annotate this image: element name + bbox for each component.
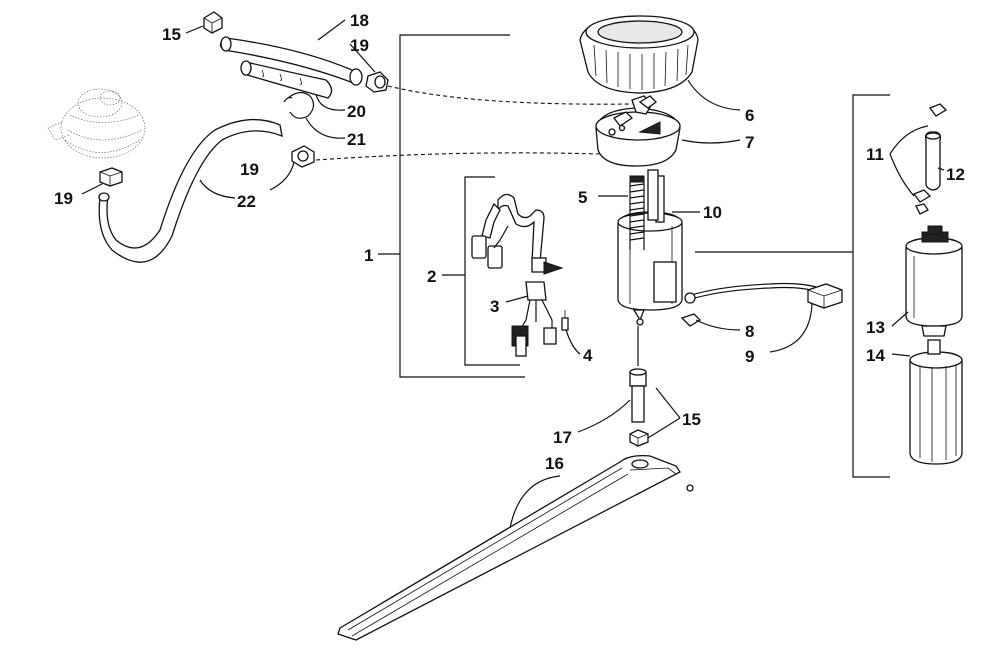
- callout-4: 4: [583, 346, 593, 365]
- callout-1: 1: [364, 246, 373, 265]
- tank-valve-outline: [47, 88, 146, 159]
- sender-wire-9: [684, 282, 843, 309]
- callout-18: 18: [350, 11, 369, 30]
- callout-19-top: 19: [350, 36, 369, 55]
- callout-15-top: 15: [162, 25, 181, 44]
- screw-4: [561, 310, 569, 331]
- fitting-19-a: [365, 71, 389, 93]
- fuel-hose-18: [219, 36, 363, 86]
- clip-8: [680, 313, 702, 327]
- callout-5: 5: [578, 188, 587, 207]
- callout-11: 11: [866, 145, 884, 164]
- callout-labels: 15 18 19 20 21 19 19 22 1 2 3 4 5 6 7 10…: [54, 11, 965, 473]
- bracket-group-13: [695, 94, 890, 478]
- bracket-group-2: [442, 176, 520, 366]
- callout-22: 22: [237, 192, 256, 211]
- assembly-dashes: [315, 85, 633, 161]
- callout-19-left: 19: [54, 189, 73, 208]
- fuel-pump-13: [905, 225, 963, 337]
- callout-7: 7: [745, 133, 754, 152]
- fitting-19-b: [291, 145, 315, 168]
- callout-16: 16: [545, 454, 564, 473]
- callout-9: 9: [745, 347, 754, 366]
- callout-10: 10: [703, 203, 722, 222]
- clamp-21: [283, 91, 315, 119]
- callout-17: 17: [553, 428, 572, 447]
- callout-8: 8: [745, 322, 754, 341]
- hose-clamp-11-top: [928, 103, 948, 117]
- nut-15-lower: [629, 429, 649, 447]
- lock-ring-6: [579, 15, 699, 94]
- callout-21: 21: [347, 130, 366, 149]
- hose-clamp-11-bottom: [912, 189, 932, 215]
- pump-sleeve-14: [909, 339, 963, 465]
- wire-harness-2: [471, 193, 564, 275]
- hose-12: [924, 131, 942, 191]
- pump-flange-7: [595, 95, 681, 167]
- fuel-hose-22: [98, 118, 283, 263]
- fuel-hose-20: [240, 60, 333, 99]
- leader-lines: [81, 19, 945, 529]
- wire-harness-3: [511, 281, 557, 357]
- spring-5: [629, 175, 645, 250]
- callout-6: 6: [745, 106, 754, 125]
- callout-13: 13: [866, 318, 885, 337]
- fitting-19-c: [99, 167, 123, 187]
- callout-12: 12: [946, 165, 965, 184]
- pump-reservoir-10: [617, 169, 683, 326]
- bracket-group-1: [378, 34, 525, 378]
- pickup-tube-17: [629, 326, 647, 423]
- hose-clamp-15-top: [203, 11, 223, 34]
- callout-20: 20: [347, 102, 366, 121]
- filter-16: [337, 454, 694, 641]
- callout-14: 14: [866, 346, 885, 365]
- callout-15-lower: 15: [682, 410, 701, 429]
- callout-2: 2: [427, 267, 436, 286]
- callout-3: 3: [490, 297, 499, 316]
- callout-19-mid: 19: [240, 160, 259, 179]
